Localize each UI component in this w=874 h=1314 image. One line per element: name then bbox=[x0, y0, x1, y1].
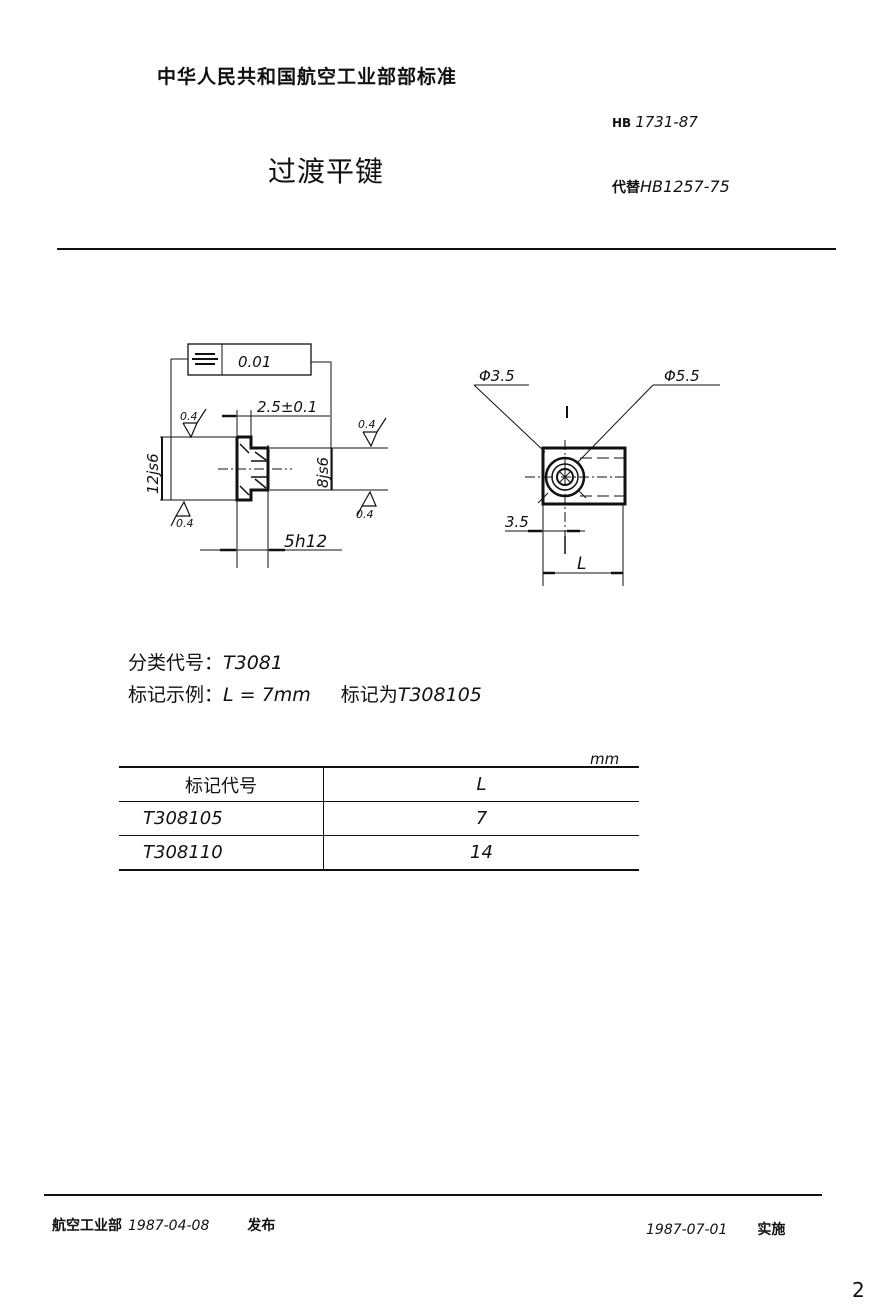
replaces-value: HB1257-75 bbox=[640, 177, 730, 196]
roughness-bottom-left: 0.4 bbox=[176, 517, 194, 530]
tolerance-value: 0.01 bbox=[238, 353, 271, 371]
roughness-top-right: 0.4 bbox=[358, 418, 376, 431]
classification-code-value: T3081 bbox=[223, 652, 283, 674]
dim-offset: 3.5 bbox=[505, 513, 529, 531]
dim-height-inner: 8js6 bbox=[314, 457, 332, 488]
dim-length: L bbox=[577, 554, 586, 574]
technical-drawing: 0.01 2.5±0.1 0.4 0.4 0.4 0.4 12js6 8js6 … bbox=[144, 343, 720, 586]
table-row: T308110 14 bbox=[119, 835, 639, 870]
cell-marking-code: T308110 bbox=[119, 835, 324, 870]
cell-length: 14 bbox=[470, 842, 493, 863]
header-divider bbox=[57, 248, 836, 250]
issue-label: 发布 bbox=[247, 1218, 276, 1234]
key-profile bbox=[235, 435, 270, 502]
effective-label: 实施 bbox=[757, 1222, 786, 1238]
dim-height-outer: 12js6 bbox=[144, 453, 162, 494]
cell-length: 7 bbox=[475, 808, 488, 829]
standard-prefix: HB bbox=[612, 116, 632, 130]
marking-as-label: 标记为 bbox=[340, 684, 398, 706]
header-marking-code: 标记代号 bbox=[119, 767, 324, 802]
issuer: 航空工业部 bbox=[52, 1218, 122, 1234]
marking-example-label: 标记示例： bbox=[128, 684, 224, 706]
issuing-organization: 中华人民共和国航空工业部部标准 bbox=[157, 66, 458, 88]
classification-code: 分类代号：T3081 bbox=[128, 648, 283, 675]
effective-date: 1987-07-01 bbox=[646, 1222, 728, 1238]
document-title: 过渡平键 bbox=[268, 155, 385, 188]
dia-large: Φ5.5 bbox=[664, 367, 700, 385]
classification-code-label: 分类代号： bbox=[128, 652, 224, 674]
dim-width: 5h12 bbox=[284, 532, 327, 552]
replaces-label: 代替 bbox=[612, 180, 640, 196]
table-unit: mm bbox=[590, 750, 620, 768]
roughness-icon bbox=[170, 408, 387, 527]
replaces-standard: 代替HB1257-75 bbox=[612, 177, 730, 197]
marking-example: 标记示例：L = 7mm 标记为T308105 bbox=[128, 680, 482, 707]
counterbore-outer bbox=[544, 456, 586, 498]
issue-info: 航空工业部 1987-04-08 发布 bbox=[52, 1215, 275, 1235]
header-length: L bbox=[476, 774, 487, 795]
standard-number-value: 1731-87 bbox=[635, 113, 698, 131]
symmetry-icon bbox=[192, 353, 218, 365]
marking-example-value: L = 7mm bbox=[223, 684, 311, 706]
dia-small: Φ3.5 bbox=[479, 367, 515, 385]
page-number: 2 bbox=[852, 1278, 865, 1302]
roughness-bottom-right: 0.4 bbox=[356, 508, 374, 521]
effective-info: 1987-07-01 实施 bbox=[646, 1219, 785, 1239]
footer-divider bbox=[44, 1194, 822, 1196]
marking-as-value: T308105 bbox=[397, 684, 482, 706]
key-top-view bbox=[541, 446, 627, 506]
table-row: T308105 7 bbox=[119, 801, 639, 836]
table-header-row: 标记代号 L bbox=[119, 767, 639, 802]
spec-table: 标记代号 L T308105 7 T308110 14 bbox=[119, 766, 639, 871]
issue-date: 1987-04-08 bbox=[128, 1218, 210, 1234]
roughness-top-left: 0.4 bbox=[180, 410, 198, 423]
dim-thickness: 2.5±0.1 bbox=[257, 398, 317, 416]
cell-marking-code: T308105 bbox=[119, 801, 324, 836]
